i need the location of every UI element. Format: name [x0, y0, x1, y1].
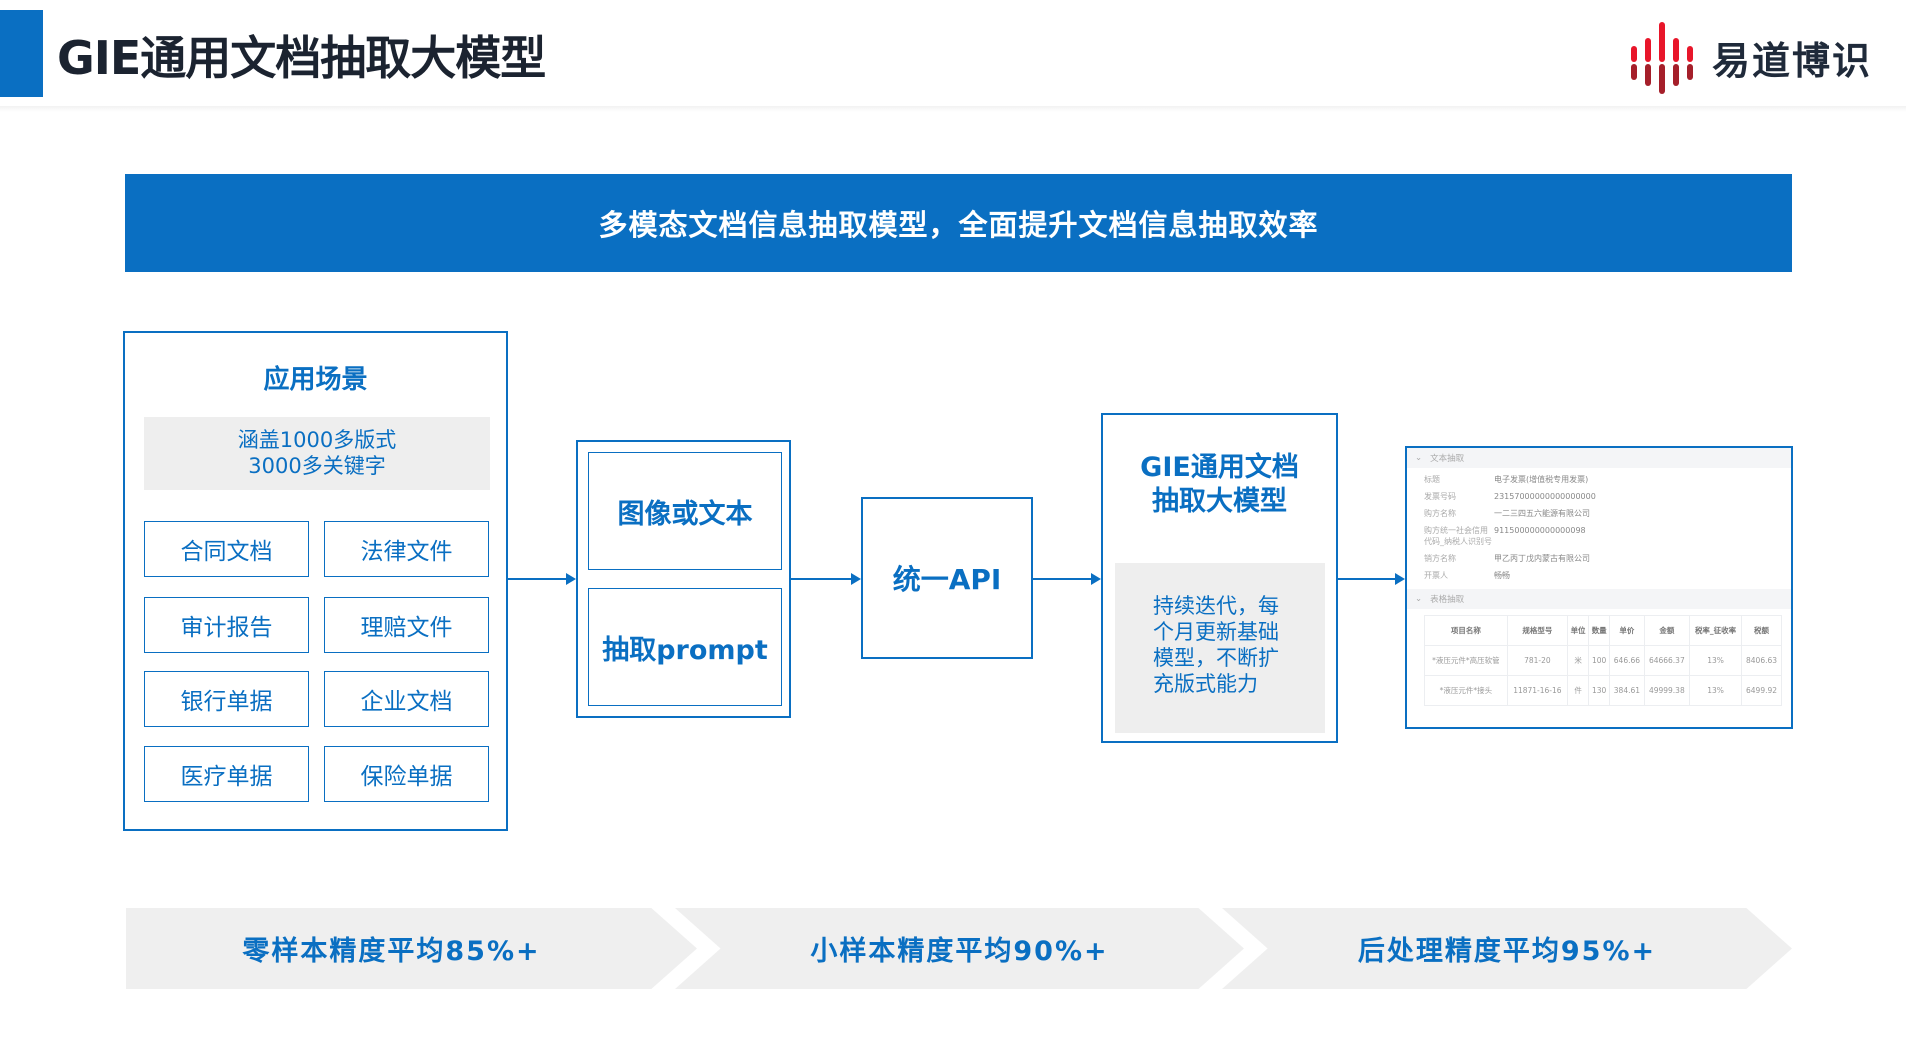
- scenario-enterprise[interactable]: 企业文档: [324, 671, 489, 727]
- headline-banner: 多模态文档信息抽取模型，全面提升文档信息抽取效率: [125, 174, 1792, 272]
- model-title-line-1: GIE通用文档: [1140, 452, 1299, 483]
- header-accent-bar: [0, 10, 43, 97]
- model-title: GIE通用文档 抽取大模型: [1103, 451, 1336, 519]
- extraction-result-preview: ⌄ 文本抽取 标题 电子发票(增值税专用发票) 发票号码 231570000000000…: [1405, 446, 1793, 729]
- table-cell: 64666.37: [1643, 645, 1691, 676]
- table-section-header[interactable]: ⌄ 表格抽取: [1407, 589, 1791, 609]
- header-divider: [0, 106, 1906, 112]
- table-cell: 130: [1588, 675, 1611, 706]
- field-row: 标题 电子发票(增值税专用发票): [1407, 474, 1791, 485]
- field-row: 销方名称 甲乙丙丁戊内蒙古有限公司: [1407, 553, 1791, 564]
- scenario-bank[interactable]: 银行单据: [144, 671, 309, 727]
- table-cell: 11871-16-16: [1506, 675, 1569, 706]
- table-cell: 8406.63: [1741, 645, 1782, 676]
- page-title: GIE通用文档抽取大模型: [57, 31, 546, 85]
- scenarios-title: 应用场景: [263, 365, 368, 395]
- scenario-audit[interactable]: 审计报告: [144, 597, 309, 653]
- field-key: 开票人: [1424, 571, 1448, 580]
- field-row: 开票人 畅畅: [1407, 570, 1791, 581]
- field-value: 甲乙丙丁戊内蒙古有限公司: [1494, 554, 1590, 563]
- table-cell: 件: [1566, 675, 1590, 706]
- text-section-header[interactable]: ⌄ 文本抽取: [1407, 448, 1791, 468]
- metric-zero-shot-text: 零样本精度平均85%+: [242, 936, 541, 967]
- metric-post-processing: 后处理精度平均95%+: [1222, 908, 1792, 989]
- table-cell: 13%: [1689, 645, 1743, 676]
- field-row: 发票号码 23157000000000000000: [1407, 491, 1791, 502]
- flow-arrow-4: [1338, 573, 1405, 585]
- metric-post-processing-text: 后处理精度平均95%+: [1357, 936, 1657, 967]
- table-cell: 13%: [1689, 675, 1743, 706]
- chevron-down-icon: ⌄: [1415, 453, 1423, 463]
- company-logo: 易道博识: [1628, 18, 1898, 96]
- scenario-legal[interactable]: 法律文件: [324, 521, 489, 577]
- image-or-text-box: 图像或文本: [588, 452, 782, 570]
- field-value: 23157000000000000000: [1494, 492, 1596, 501]
- column-header: 税率_征收率: [1689, 615, 1743, 646]
- table-cell: 49999.38: [1643, 675, 1691, 706]
- model-description: 持续迭代，每个月更新基础模型，不断扩充版式能力: [1115, 563, 1325, 733]
- flow-arrow-1: [508, 573, 576, 585]
- field-key: 标题: [1424, 475, 1440, 484]
- table-cell: *液压元件*高压软管: [1424, 645, 1508, 676]
- field-value: 畅畅: [1494, 571, 1510, 580]
- column-header: 单价: [1609, 615, 1645, 646]
- table-cell: 646.66: [1609, 645, 1645, 676]
- scenario-medical[interactable]: 医疗单据: [144, 746, 309, 802]
- flow-arrow-3: [1033, 573, 1101, 585]
- column-header: 单位: [1566, 615, 1590, 646]
- table-cell: 384.61: [1609, 675, 1645, 706]
- metric-zero-shot: 零样本精度平均85%+: [126, 908, 697, 989]
- column-header: 税额: [1741, 615, 1782, 646]
- column-header: 规格型号: [1506, 615, 1569, 646]
- table-cell: 6499.92: [1741, 675, 1782, 706]
- model-title-line-2: 抽取大模型: [1152, 486, 1287, 517]
- field-value: 911500000000000098: [1494, 526, 1586, 535]
- logo-bars-icon: [1631, 22, 1693, 94]
- table-cell: 781-20: [1506, 645, 1569, 676]
- flow-arrow-2: [791, 573, 861, 585]
- field-row: 购方名称 一二三四五六能源有限公司: [1407, 508, 1791, 519]
- input-panel: 图像或文本 抽取prompt: [576, 440, 791, 718]
- field-key: 销方名称: [1424, 554, 1456, 563]
- table-cell: 100: [1588, 645, 1611, 676]
- metric-few-shot: 小样本精度平均90%+: [675, 908, 1244, 989]
- scenario-insurance[interactable]: 保险单据: [324, 746, 489, 802]
- unified-api-box: 统一API: [861, 497, 1033, 659]
- table-cell: *液压元件*接头: [1424, 675, 1508, 706]
- field-key: 发票号码: [1424, 492, 1456, 501]
- scenario-contract[interactable]: 合同文档: [144, 521, 309, 577]
- table-section-label: 表格抽取: [1430, 595, 1465, 605]
- logo-text: 易道博识: [1712, 38, 1873, 83]
- coverage-line-1: 涵盖1000多版式: [237, 428, 397, 452]
- chevron-down-icon: ⌄: [1415, 594, 1423, 604]
- field-key: 购方名称: [1424, 509, 1456, 518]
- column-header: 项目名称: [1424, 615, 1508, 646]
- field-value: 一二三四五六能源有限公司: [1494, 509, 1590, 518]
- column-header: 金额: [1643, 615, 1691, 646]
- field-value: 电子发票(增值税专用发票): [1494, 475, 1589, 484]
- metric-few-shot-text: 小样本精度平均90%+: [810, 936, 1109, 967]
- scenario-claims[interactable]: 理赔文件: [324, 597, 489, 653]
- model-panel: GIE通用文档 抽取大模型 持续迭代，每个月更新基础模型，不断扩充版式能力: [1101, 413, 1338, 743]
- column-header: 数量: [1588, 615, 1611, 646]
- scenarios-panel: 应用场景 涵盖1000多版式 3000多关键字 合同文档 法律文件 审计报告 理…: [123, 331, 508, 831]
- coverage-line-2: 3000多关键字: [248, 454, 386, 478]
- text-section-label: 文本抽取: [1430, 454, 1465, 464]
- table-cell: 米: [1566, 645, 1590, 676]
- coverage-note: 涵盖1000多版式 3000多关键字: [144, 417, 490, 490]
- field-key: 购方统一社会信用代码_纳税人识别号: [1424, 526, 1492, 546]
- prompt-box: 抽取prompt: [588, 588, 782, 706]
